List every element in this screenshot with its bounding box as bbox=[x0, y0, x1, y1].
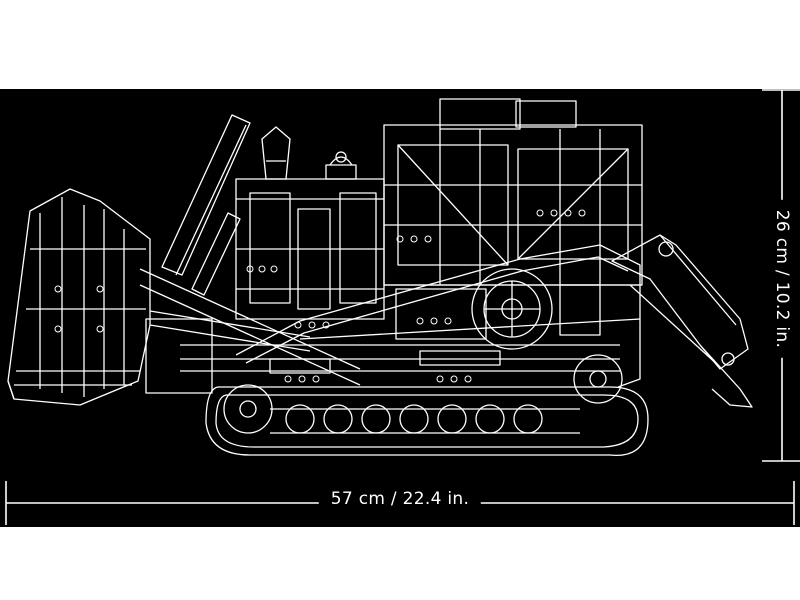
pin-holes bbox=[54, 209, 586, 383]
frame-detail bbox=[269, 284, 641, 374]
road-wheels bbox=[223, 354, 623, 434]
operator-cab bbox=[383, 98, 643, 286]
blueprint-panel: 57 cm / 22.4 in. 26 cm / 10.2 in. bbox=[0, 89, 800, 527]
exhaust-stack bbox=[261, 126, 291, 180]
drive-sprocket bbox=[471, 268, 553, 350]
crawler-track bbox=[180, 244, 649, 456]
lift-cylinder bbox=[161, 114, 251, 296]
engine-housing bbox=[235, 151, 385, 320]
bulldozer-illustration bbox=[5, 89, 800, 525]
height-dimension-label: 26 cm / 10.2 in. bbox=[772, 199, 792, 359]
ripper bbox=[611, 234, 753, 408]
blade bbox=[7, 188, 151, 406]
width-dimension-label: 57 cm / 22.4 in. bbox=[318, 489, 482, 509]
